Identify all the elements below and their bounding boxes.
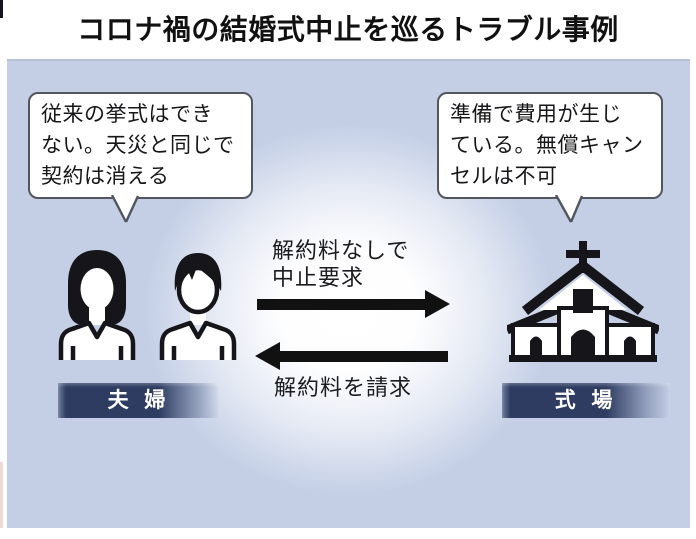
- couple-avatars-icon: [58, 250, 237, 360]
- couple-label: 夫 婦: [58, 383, 220, 418]
- wife-avatar-icon: [58, 250, 136, 360]
- scan-edge-artifact-bottom: [0, 462, 3, 528]
- arrow-right-shaft: [257, 299, 425, 310]
- arrow-left-head-icon: [255, 342, 280, 370]
- page-title: コロナ禍の結婚式中止を巡るトラブル事例: [77, 14, 619, 45]
- church-icon: [507, 241, 659, 362]
- info-panel: 従来の挙式はでき ない。天災と同じで 契約は消える 準備で費用が生じ ている。無…: [7, 59, 690, 528]
- arrow-right-label: 解約料なしで 中止要求: [272, 238, 410, 290]
- arrow-right-head-icon: [425, 290, 450, 318]
- speech-bubble-couple: 従来の挙式はでき ない。天災と同じで 契約は消える: [28, 92, 253, 199]
- arrow-left-shaft: [280, 351, 448, 362]
- speech-bubble-tail-couple: [110, 195, 140, 223]
- husband-avatar-icon: [159, 253, 237, 360]
- scan-edge-artifact-top: [0, 0, 3, 18]
- arrow-left-label: 解約料を請求: [274, 375, 413, 400]
- venue-label: 式 場: [502, 383, 670, 418]
- speech-bubble-venue: 準備で費用が生じ ている。無償キャン セルは不可: [437, 92, 663, 199]
- speech-bubble-tail-venue: [554, 195, 584, 223]
